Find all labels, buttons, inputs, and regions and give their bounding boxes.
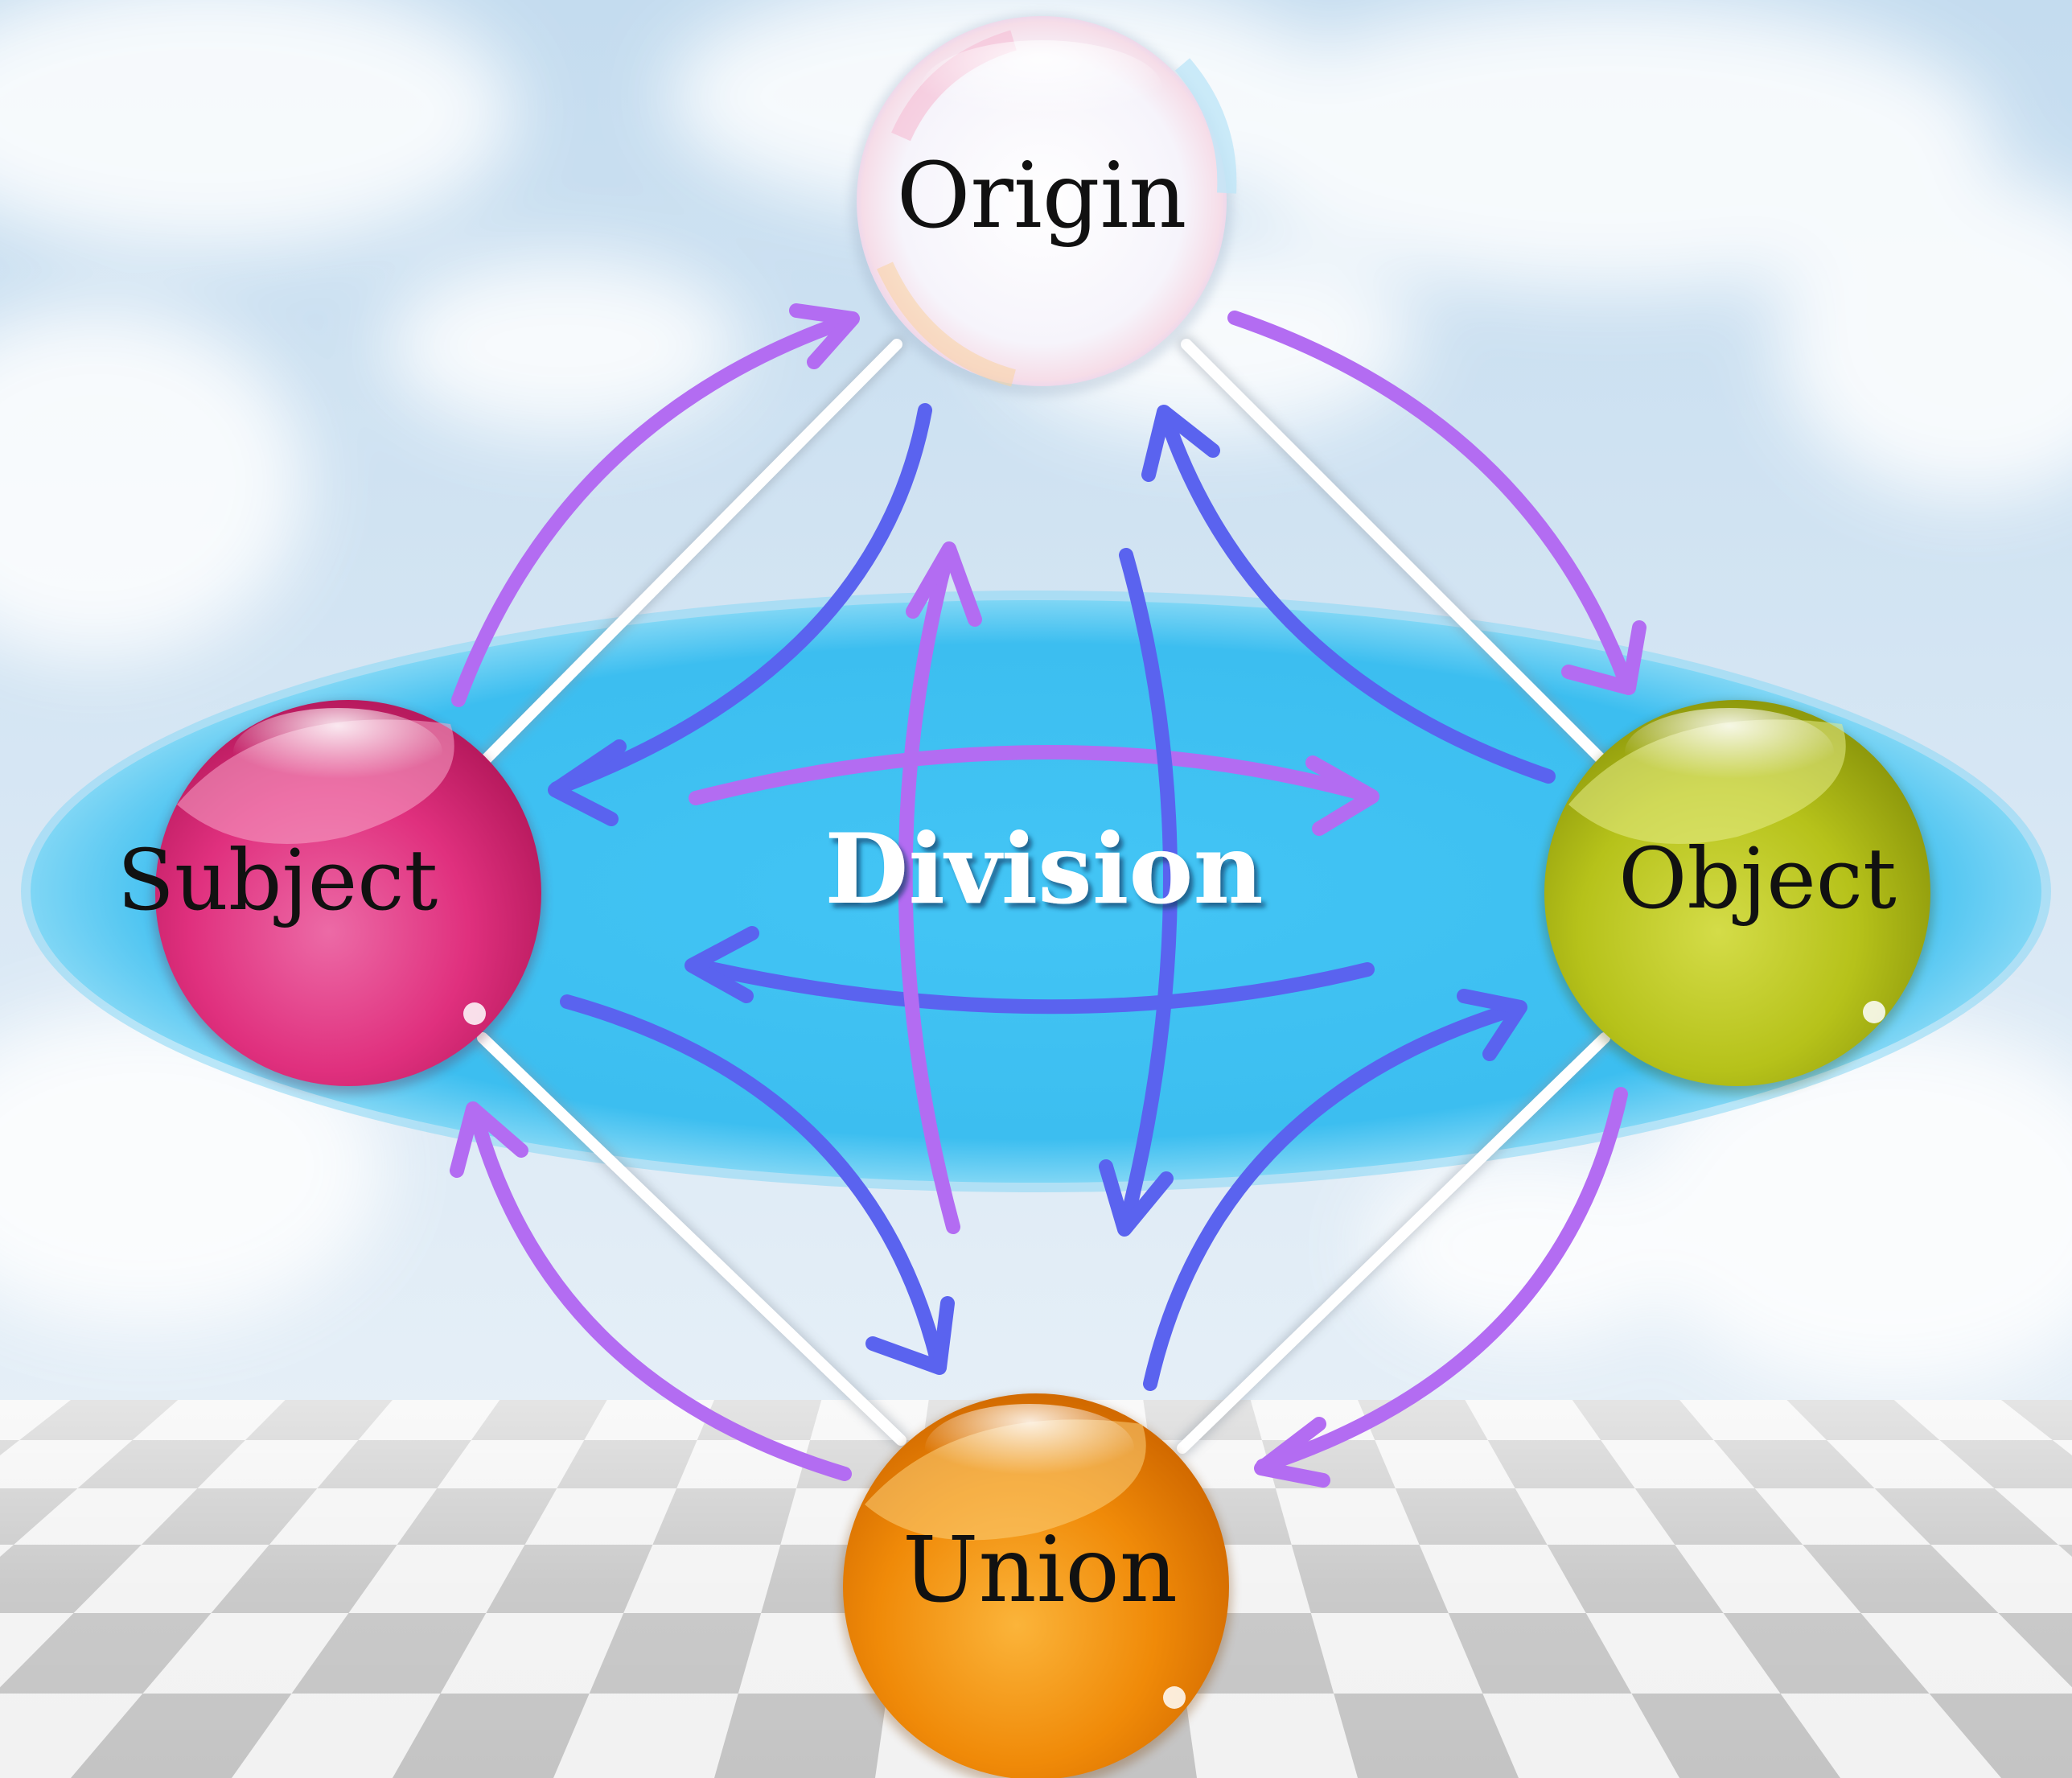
arrow-origin-to-object <box>1227 311 1634 691</box>
object-node: Object <box>1541 700 1934 1094</box>
union-node: Union <box>840 1393 1232 1778</box>
arrow-object-to-subject <box>689 958 1375 1015</box>
arrow-origin-to-object-head <box>1561 620 1646 695</box>
division-label: Division <box>824 813 1263 926</box>
union-label: Union <box>902 1518 1178 1623</box>
arrow-object-to-origin-head <box>1141 405 1220 482</box>
arrow-object-to-union-head <box>1254 1417 1330 1488</box>
arrow-object-to-origin <box>1159 411 1556 784</box>
arrow-object-to-union <box>1256 1087 1628 1473</box>
arrow-union-to-origin <box>898 546 960 1234</box>
object-label: Object <box>1618 829 1897 928</box>
arrow-union-to-subject <box>467 1103 852 1481</box>
arrow-origin-to-union <box>1119 548 1178 1230</box>
arrow-union-to-object <box>1143 1002 1519 1391</box>
edge-object-union <box>1177 1032 1610 1454</box>
arrow-union-to-object-head <box>1457 989 1527 1061</box>
arrow-union-to-origin-head <box>906 541 982 627</box>
flow-arrows <box>450 303 1646 1488</box>
arrow-subject-to-union-head <box>865 1296 955 1375</box>
arrow-union-to-subject-head <box>450 1101 528 1178</box>
arrow-origin-to-subject-head <box>548 739 627 826</box>
arrow-origin-to-subject <box>549 403 932 796</box>
connector-bars <box>474 335 1614 1457</box>
subject-label: Subject <box>117 831 438 929</box>
arrow-subject-to-object-head <box>1305 755 1379 836</box>
arrow-subject-to-origin <box>451 313 856 707</box>
edge-subject-union <box>477 1032 906 1446</box>
arrow-origin-to-union-head <box>1099 1159 1174 1237</box>
subject-node: Subject <box>117 700 545 1094</box>
division-ellipse <box>31 600 2041 1183</box>
edge-origin-object <box>1181 339 1610 768</box>
arrow-subject-to-union <box>560 994 944 1367</box>
arrow-subject-to-object <box>689 745 1375 805</box>
arrow-object-to-subject-head <box>684 926 759 1003</box>
arrow-subject-to-origin-head <box>789 303 860 369</box>
origin-label: Origin <box>897 144 1187 249</box>
edge-origin-subject <box>477 339 902 768</box>
origin-node: Origin <box>850 14 1237 397</box>
